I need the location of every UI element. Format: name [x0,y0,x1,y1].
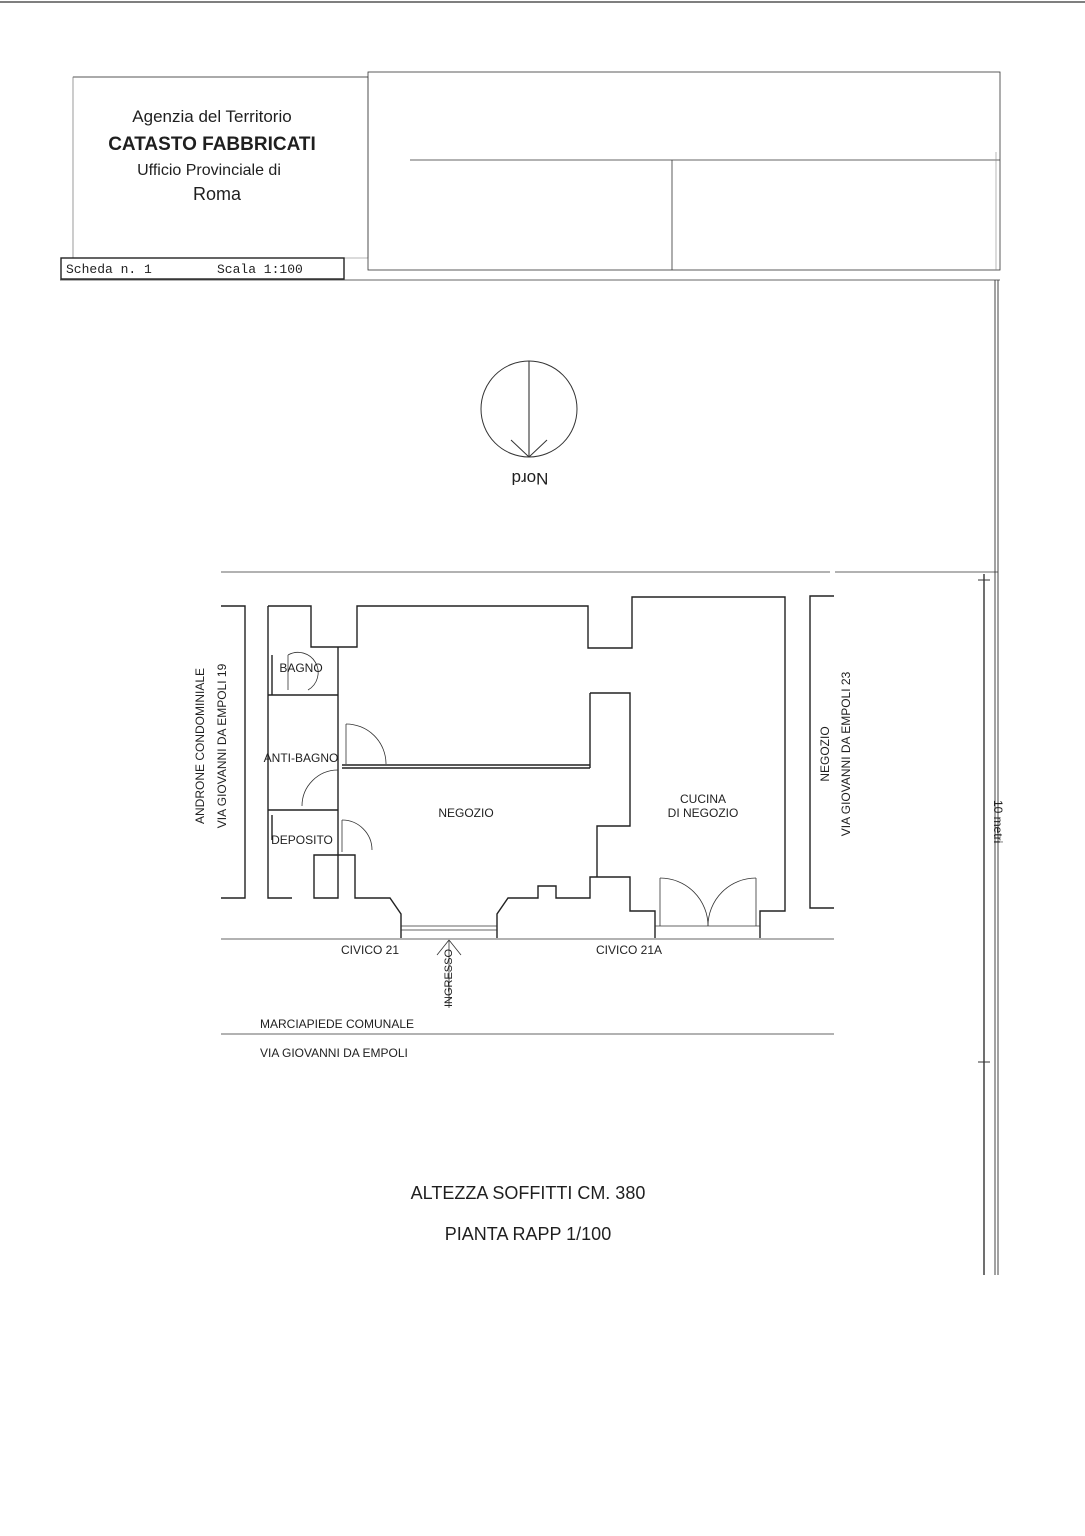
office-city: Roma [193,184,242,204]
plan-outer-lines [221,571,834,1035]
scale-bar-label: 10 metri [991,800,1005,843]
agency-name: Agenzia del Territorio [132,107,291,126]
civico-21-label: CIVICO 21 [341,943,399,957]
cucina-partition [589,692,631,877]
right-border [835,280,999,1275]
door-cucina-double-icon [659,877,757,927]
scala-value: Scala 1:100 [217,262,303,277]
door-bagno-icon [287,651,319,691]
plan-ratio-note: PIANTA RAPP 1/100 [445,1224,611,1244]
shop-entrance-threshold [401,925,760,931]
scheda-number: Scheda n. 1 [66,262,152,277]
catasto-title: CATASTO FABBRICATI [108,134,316,155]
via-right-label: VIA GIOVANNI DA EMPOLI 23 [839,671,853,836]
door-antibagno-inner-icon [301,769,339,807]
scale-bar [978,574,990,1275]
ceiling-height-note: ALTEZZA SOFFITTI CM. 380 [411,1183,646,1203]
right-shop-wall [809,595,834,909]
room-cucina-line2: DI NEGOZIO [668,806,739,820]
room-deposito: DEPOSITO [271,833,333,847]
marciapiede-label: MARCIAPIEDE COMUNALE [260,1017,414,1031]
door-deposito-icon [341,819,373,852]
north-compass-icon [480,360,578,458]
androne-wall [221,605,246,899]
north-label: Nord [512,469,549,488]
negozio-partition [342,764,590,769]
door-antibagno-icon [345,723,387,765]
header-cartouche [60,71,1001,281]
room-negozio: NEGOZIO [438,806,493,820]
room-antibagno: ANTI-BAGNO [264,751,339,765]
ingresso-label: INGRESSO [443,949,455,1008]
room-bagno: BAGNO [279,661,322,675]
civico-21a-label: CIVICO 21A [596,943,662,957]
antibagno-partitions [268,809,338,840]
via-left-label: VIA GIOVANNI DA EMPOLI 19 [215,663,229,828]
room-cucina-line1: CUCINA [680,792,726,806]
entrance-arrow-icon [436,939,462,1008]
right-shop-label: NEGOZIO [818,726,832,781]
unit-outline [267,596,786,938]
androne-label: ANDRONE CONDOMINIALE [193,668,207,824]
bagno-partitions [268,655,338,696]
office-name: Ufficio Provinciale di [137,162,281,179]
via-bottom-label: VIA GIOVANNI DA EMPOLI [260,1046,408,1060]
